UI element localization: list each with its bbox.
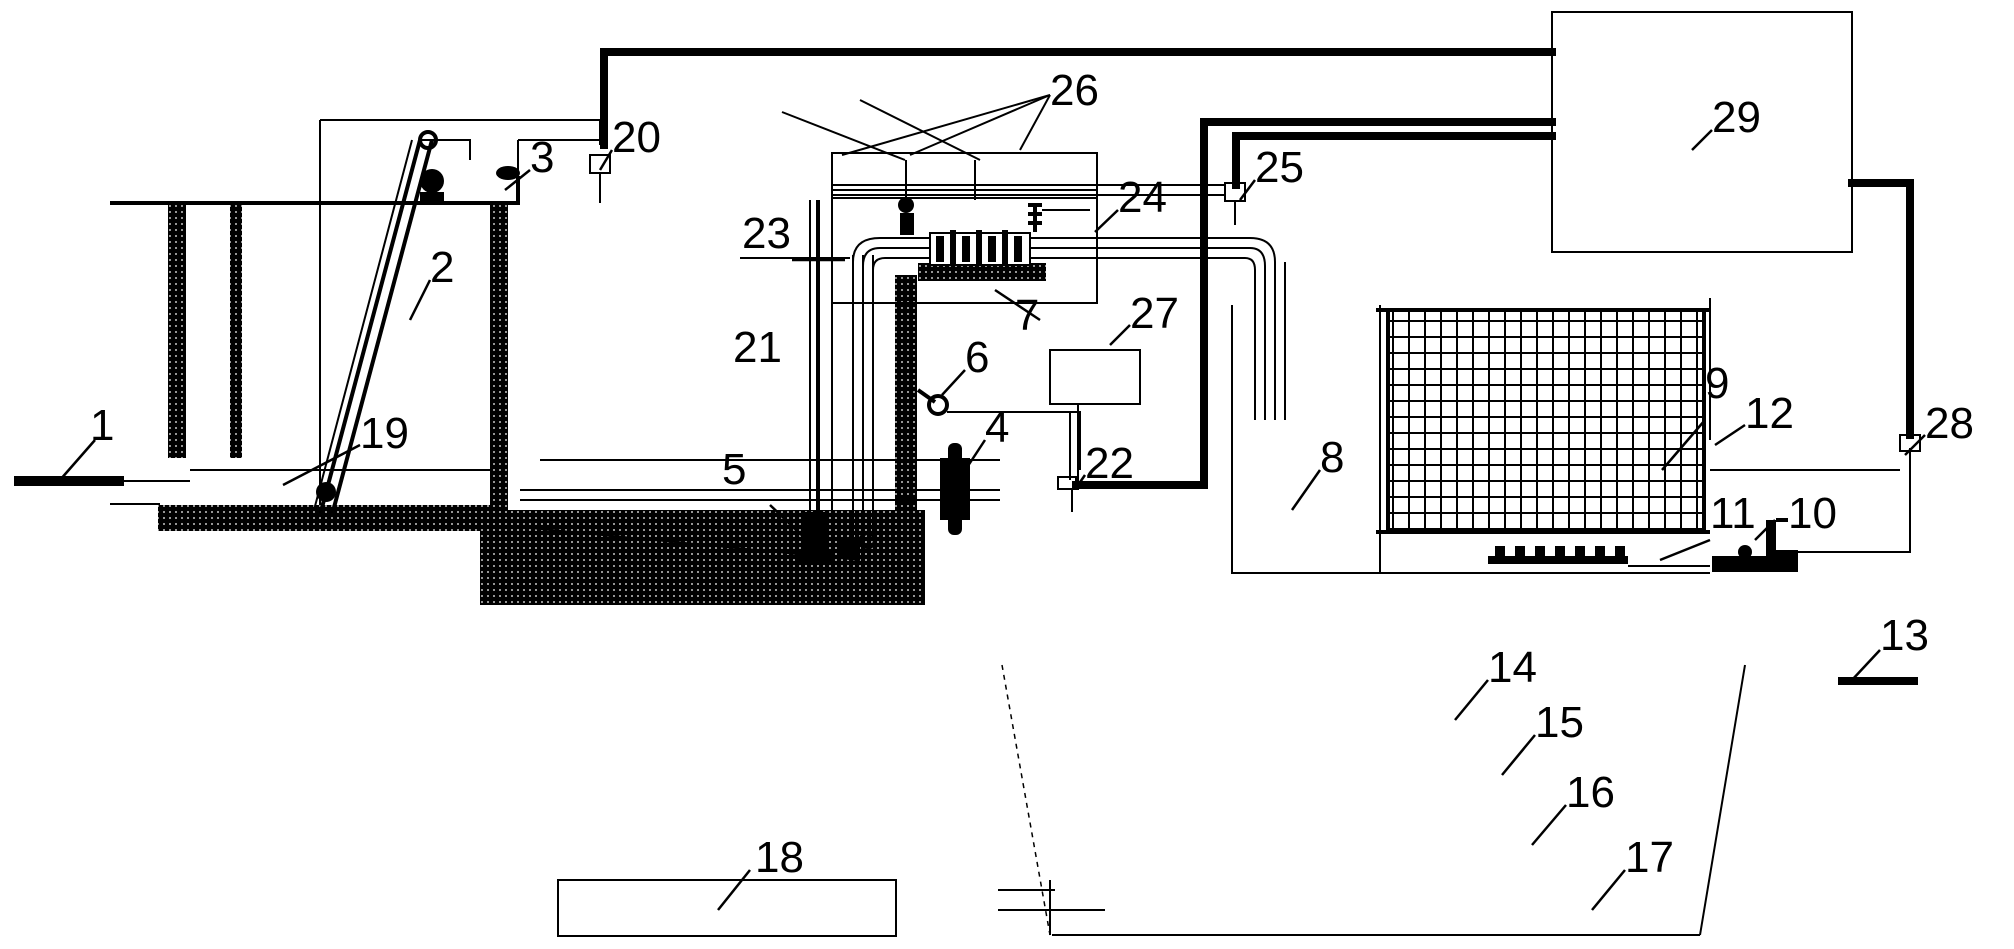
label-19: 19 [360, 409, 409, 458]
label-20: 20 [612, 113, 661, 162]
label-7: 7 [1015, 291, 1039, 340]
sensor-25 [832, 182, 1246, 225]
valve-3 [496, 139, 600, 203]
label-23: 23 [742, 209, 791, 258]
label-14: 14 [1488, 643, 1537, 692]
label-28: 28 [1925, 399, 1974, 448]
valve-6 [916, 388, 1081, 480]
label-22: 22 [1085, 439, 1134, 488]
packing-grid [1376, 308, 1710, 534]
overhead-pipe [852, 237, 1286, 537]
mbr-module [898, 197, 1090, 281]
label-10: 10 [1788, 489, 1837, 538]
pipe-21-23 [740, 190, 850, 520]
callout-labels: 1 2 3 20 26 25 29 23 24 7 27 21 6 19 4 2… [90, 66, 1974, 882]
label-21: 21 [733, 323, 782, 372]
label-11: 11 [1710, 489, 1756, 538]
dosing-box [1049, 349, 1141, 490]
blower [1712, 448, 1911, 572]
label-12: 12 [1745, 389, 1794, 438]
label-2: 2 [430, 243, 454, 292]
label-26: 26 [1050, 66, 1099, 115]
label-9: 9 [1705, 359, 1729, 408]
wetland-tank [1231, 298, 1711, 574]
label-18: 18 [755, 833, 804, 882]
leader-lines [59, 129, 1926, 911]
sludge-hopper [998, 664, 1746, 936]
label-25: 25 [1255, 143, 1304, 192]
control-cabinet [1551, 11, 1853, 253]
label-24: 24 [1118, 173, 1167, 222]
sludge-box [557, 879, 897, 937]
inlet-pipe [14, 476, 190, 505]
label-13: 13 [1880, 611, 1929, 660]
control-cables [600, 48, 1914, 489]
flow-meter [940, 443, 970, 535]
label-3: 3 [530, 133, 554, 182]
sensor-20 [589, 154, 611, 203]
label-6: 6 [965, 333, 989, 382]
grit-pump [420, 169, 444, 202]
label-16: 16 [1566, 768, 1615, 817]
sensor-28 [1710, 434, 1921, 475]
label-1: 1 [90, 401, 114, 450]
label-4: 4 [985, 403, 1009, 452]
label-29: 29 [1712, 93, 1761, 142]
label-27: 27 [1130, 289, 1179, 338]
sensor-frame [781, 94, 1098, 304]
outlet-pipe [1838, 677, 1918, 685]
screen-chamber [110, 119, 601, 531]
label-5: 5 [722, 445, 746, 494]
label-8: 8 [1320, 433, 1344, 482]
label-15: 15 [1535, 698, 1584, 747]
aeration-diffusers [1488, 546, 1710, 567]
screen-conveyor [313, 130, 471, 516]
label-17: 17 [1625, 833, 1674, 882]
